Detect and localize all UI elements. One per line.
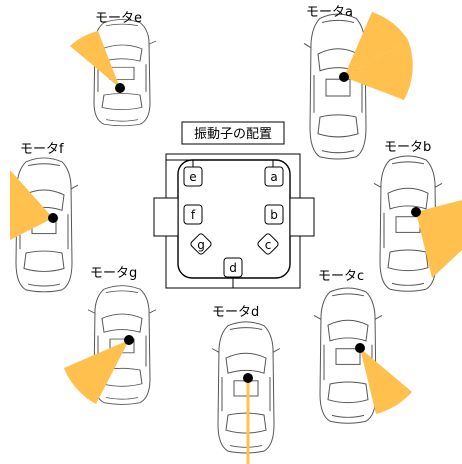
motor-label-a: モータa	[306, 5, 353, 20]
vibrator-c-box	[257, 233, 279, 255]
vibrator-f-label: f	[191, 208, 196, 222]
vibrator-e-box	[183, 166, 203, 187]
car-c: モータc	[313, 269, 412, 424]
vibrator-d-label: d	[229, 261, 237, 275]
cone-g	[64, 340, 129, 404]
vibrator-e-label: e	[189, 170, 196, 184]
motor-label-g: モータg	[90, 266, 137, 281]
motor-label-b: モータb	[384, 140, 431, 155]
cone-e	[70, 31, 120, 88]
cone-b	[416, 200, 462, 278]
vibrator-f-box	[183, 204, 203, 225]
schematic-title: 振動子の配置	[194, 127, 272, 142]
car-d: モータd	[211, 305, 281, 464]
car-g: モータg	[64, 266, 157, 405]
vibrator-layout-schematic: 振動子の配置 a e f b g c d	[153, 121, 315, 289]
vibrator-d-box	[223, 257, 243, 278]
car-f: モータf	[9, 142, 79, 293]
motor-dot-c	[355, 343, 365, 353]
car-e: モータe	[70, 11, 157, 127]
motor-dot-b	[411, 207, 421, 217]
motor-label-e: モータe	[95, 11, 142, 26]
motor-dot-d	[243, 373, 253, 383]
vibrator-g-box	[190, 233, 212, 255]
motor-dot-e	[115, 83, 125, 93]
vibrator-a-label: a	[270, 170, 277, 184]
cone-c	[360, 348, 412, 414]
vibrator-b-box	[264, 204, 284, 225]
vibrator-a-box	[264, 166, 284, 187]
car-a: モータa	[303, 5, 413, 160]
motor-dot-f	[48, 213, 58, 223]
vibrator-b-label: b	[270, 208, 278, 222]
car-b: モータb	[373, 140, 462, 292]
motor-dot-g	[124, 335, 134, 345]
motor-dot-a	[339, 72, 349, 82]
schematic-title-box	[181, 121, 285, 145]
cone-a	[344, 40, 413, 100]
motor-label-d: モータd	[212, 305, 259, 320]
vibrator-g-label: g	[197, 238, 205, 252]
motor-label-f: モータf	[20, 142, 64, 157]
vibrator-c-label: c	[265, 238, 272, 252]
motor-label-c: モータc	[318, 269, 364, 284]
cone-f	[10, 170, 53, 240]
